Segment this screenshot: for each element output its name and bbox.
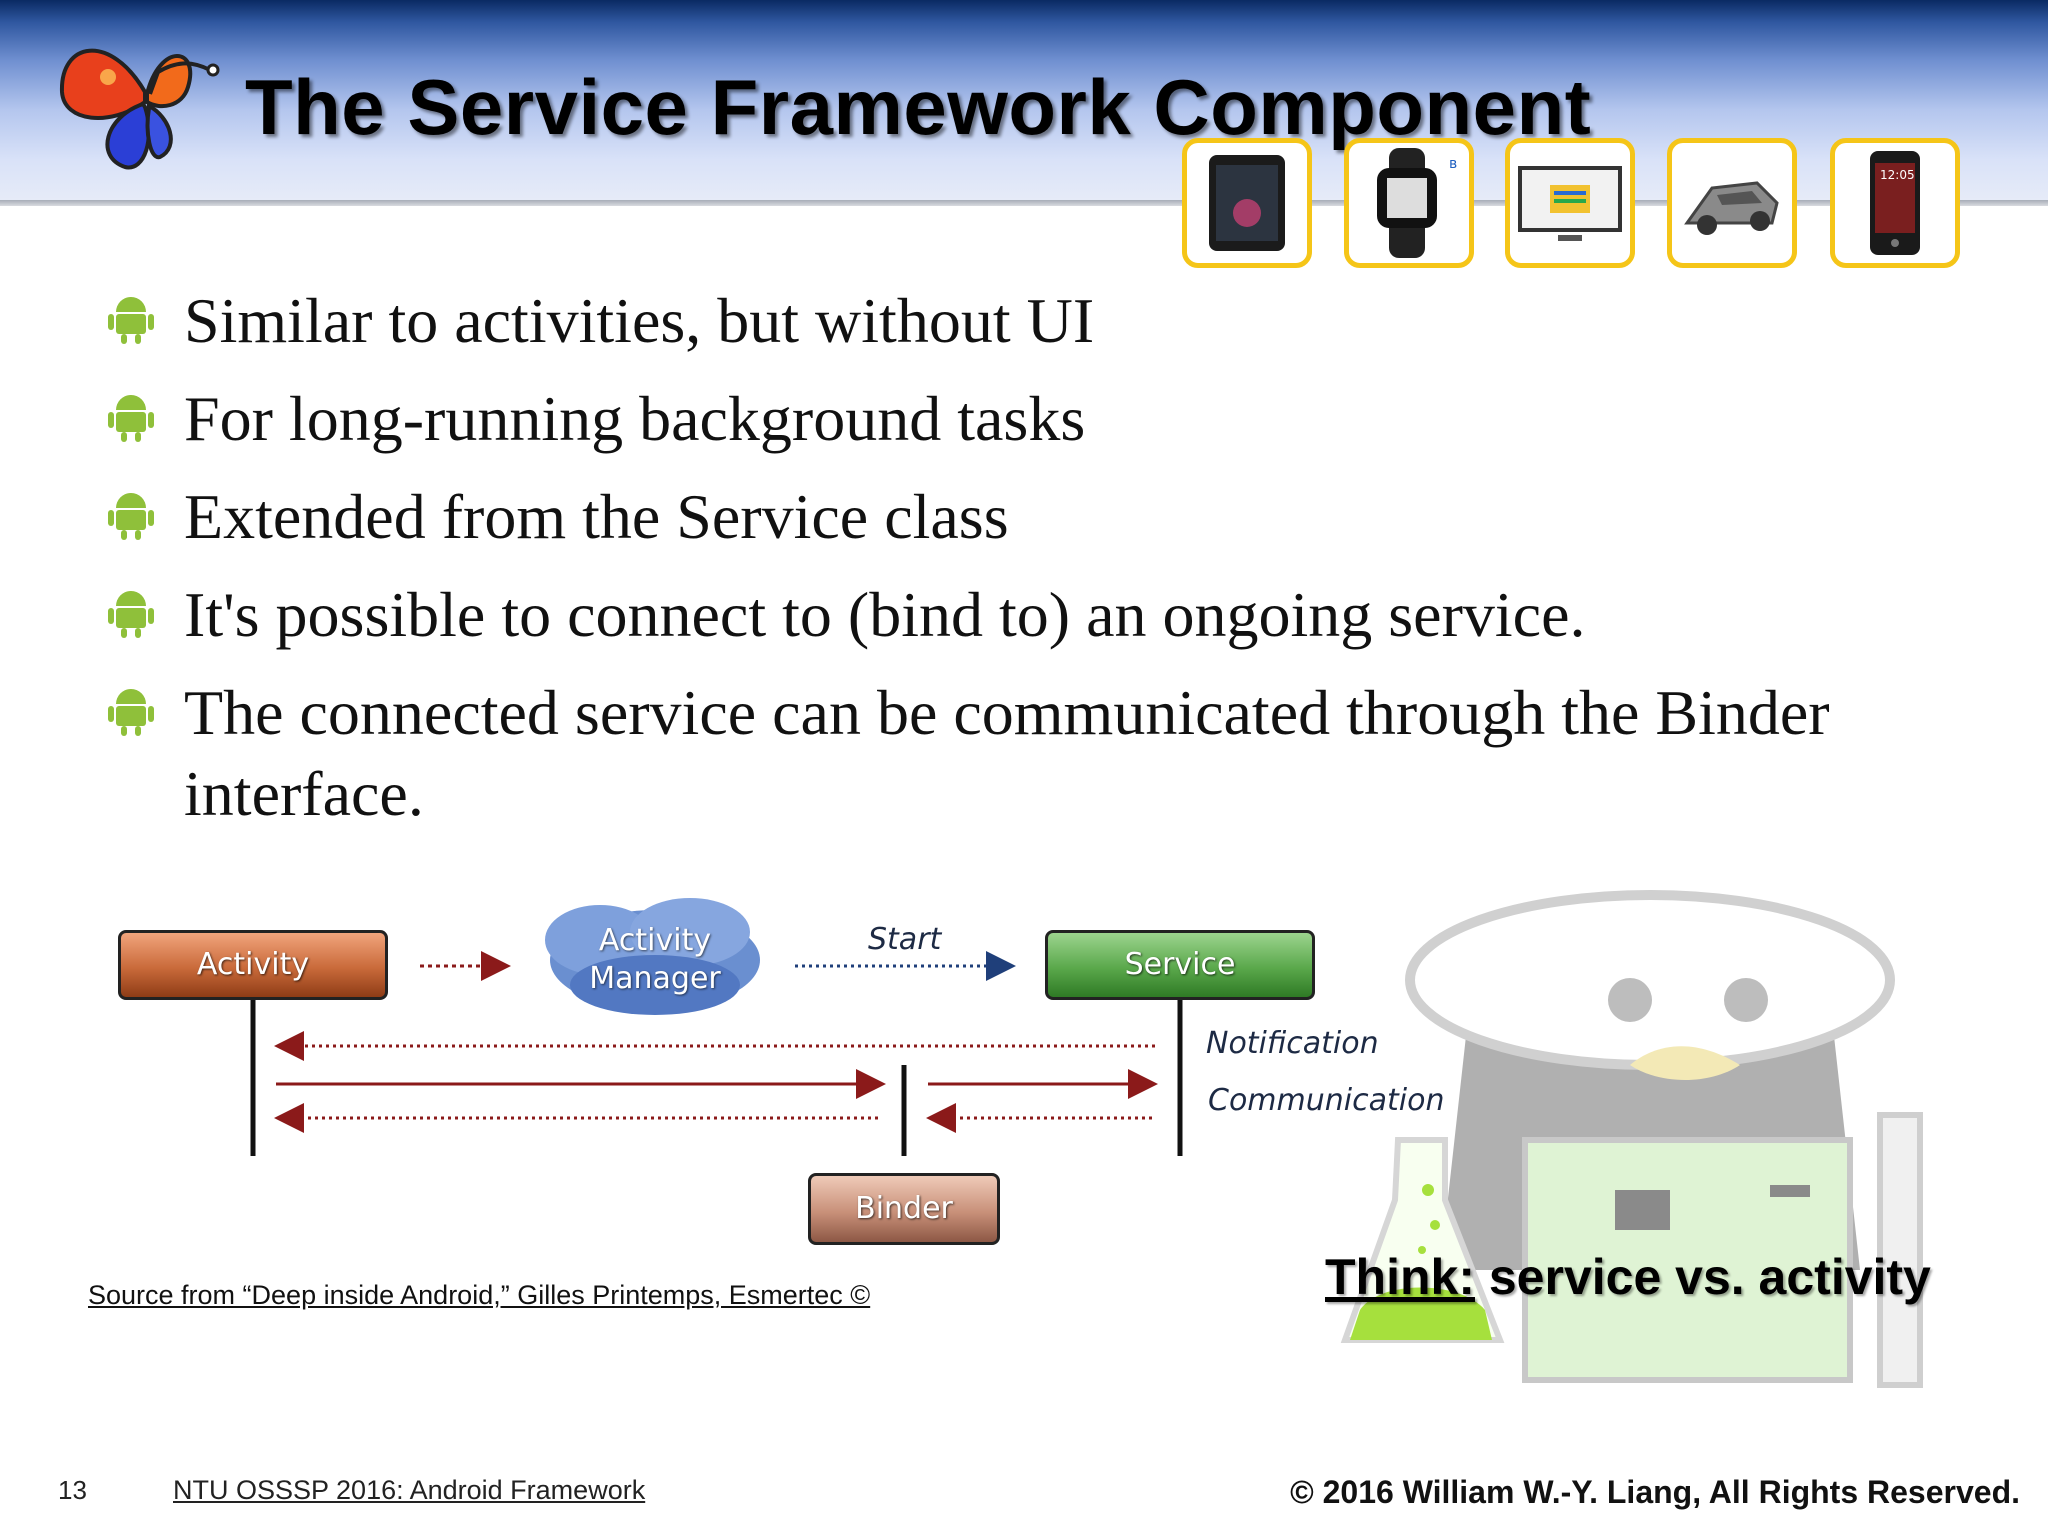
- think-prefix: Think:: [1325, 1249, 1475, 1305]
- butterfly-logo-icon: [59, 48, 220, 170]
- svg-text:ʙ: ʙ: [1449, 156, 1457, 172]
- tablet-icon: [1182, 138, 1312, 268]
- service-box: Service: [1045, 930, 1315, 1000]
- bullet-item: Similar to activities, but without UI: [108, 280, 1884, 361]
- android-bullet-icon: [108, 493, 154, 540]
- course-footer: NTU OSSSP 2016: Android Framework: [173, 1475, 646, 1505]
- penguin-illustration: [1340, 890, 1923, 1388]
- car-icon: [1667, 138, 1797, 268]
- bullet-text: Similar to activities, but without UI: [184, 285, 1095, 356]
- page-number: 13: [58, 1475, 87, 1505]
- bullet-text: The connected service can be communicate…: [184, 677, 1830, 829]
- svg-text:12:05: 12:05: [1880, 168, 1915, 182]
- android-bullet-icon: [108, 689, 154, 736]
- android-bullet-icon: [108, 395, 154, 442]
- tv-icon: [1505, 138, 1635, 268]
- activity-manager-line: Activity: [598, 923, 712, 958]
- bullet-list: Similar to activities, but without UI Fo…: [108, 280, 1884, 851]
- bullet-item: For long-running background tasks: [108, 378, 1884, 459]
- start-label: Start: [868, 922, 942, 957]
- notification-label: Notification: [1206, 1026, 1379, 1061]
- activity-manager-label: Activity Manager: [555, 922, 755, 998]
- activity-box: Activity: [118, 930, 388, 1000]
- communication-label: Communication: [1208, 1083, 1445, 1118]
- service-diagram: [250, 898, 1183, 1156]
- bullet-text: It's possible to connect to (bind to) an…: [184, 579, 1586, 650]
- bullet-item: It's possible to connect to (bind to) an…: [108, 574, 1884, 655]
- activity-manager-cloud: [545, 898, 760, 1015]
- think-text: service vs. activity: [1474, 1249, 1931, 1305]
- bullet-item: The connected service can be communicate…: [108, 672, 1844, 834]
- binder-box: Binder: [808, 1173, 1000, 1245]
- bullet-text: Extended from the Service class: [184, 481, 1009, 552]
- slide-title: The Service Framework Component: [245, 63, 1592, 151]
- copyright-footer: © 2016 William W.-Y. Liang, All Rights R…: [1290, 1474, 2020, 1510]
- android-bullet-icon: [108, 591, 154, 638]
- activity-manager-line: Manager: [589, 961, 721, 996]
- source-citation: Source from “Deep inside Android,” Gille…: [88, 1280, 871, 1310]
- android-bullet-icon: [108, 297, 154, 344]
- bullet-item: Extended from the Service class: [108, 476, 1884, 557]
- bullet-text: For long-running background tasks: [184, 383, 1086, 454]
- header-divider: [0, 200, 2048, 206]
- phone-icon: 12:05: [1830, 138, 1960, 268]
- think-callout: Think: service vs. activity: [1325, 1248, 1931, 1306]
- smartwatch-icon: ʙ: [1344, 138, 1474, 268]
